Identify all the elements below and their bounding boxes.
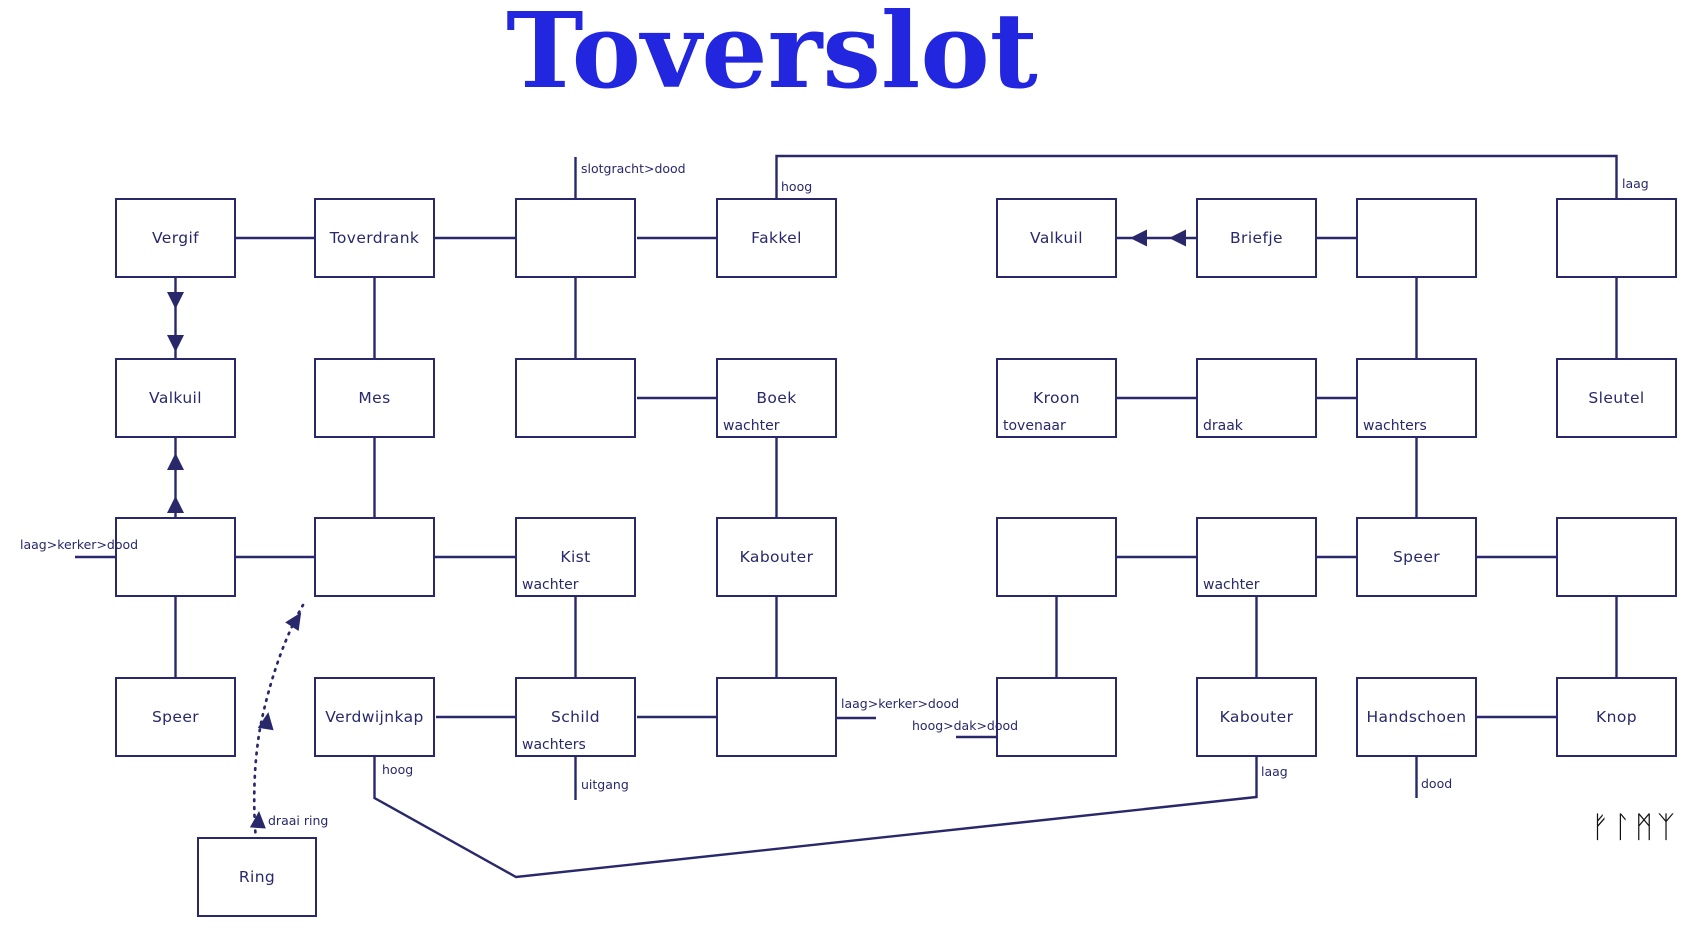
room-label: Valkuil: [149, 389, 202, 407]
room-fakkel: Fakkel: [716, 198, 837, 278]
room-empty-r3c5: [996, 517, 1117, 597]
room-toverdrank: Toverdrank: [314, 198, 435, 278]
room-ring: Ring: [197, 837, 317, 917]
map-title: Toverslot: [506, 0, 1038, 112]
room-label: Kabouter: [1219, 708, 1294, 726]
room-label: Kroon: [1033, 389, 1080, 407]
room-sublabel: wachters: [1363, 418, 1427, 434]
edge-label-kerker-midden: laag>kerker>dood: [841, 696, 960, 711]
room-knop: Knop: [1556, 677, 1677, 757]
arrowhead-ring-3: [285, 612, 302, 632]
arrowhead-left-1: [1130, 229, 1147, 247]
room-valkuil-1: Valkuil: [996, 198, 1117, 278]
route-draai-ring-dotted: [252, 603, 305, 842]
room-label: Speer: [1392, 548, 1441, 566]
room-sublabel: wachters: [522, 737, 586, 753]
room-label: Handschoen: [1366, 708, 1467, 726]
edge-label-kerker-links: laag>kerker>dood: [20, 537, 139, 552]
room-label: Schild: [550, 708, 601, 726]
room-label: Briefje: [1230, 229, 1283, 247]
room-empty-r1c8: [1556, 198, 1677, 278]
room-kabouter-1: Kabouter: [716, 517, 837, 597]
arrowhead-down-2: [167, 335, 184, 352]
room-label: Speer: [151, 708, 200, 726]
route-fakkel-hoog-laag: [775, 154, 1618, 198]
arrowhead-up-2: [167, 496, 184, 513]
room-empty-r3c1: [115, 517, 236, 597]
room-sleutel: Sleutel: [1556, 358, 1677, 438]
room-verdwijnkap: Verdwijnkap: [314, 677, 435, 757]
room-label: Kist: [560, 548, 591, 566]
room-vergif: Vergif: [115, 198, 236, 278]
edge-label-kabouter-laag: laag: [1261, 764, 1288, 779]
room-empty-r3c2: [314, 517, 435, 597]
room-empty-r1c3: [515, 198, 636, 278]
room-label: Ring: [238, 868, 276, 886]
room-wachters-r2c7: wachters: [1356, 358, 1477, 438]
room-sublabel: draak: [1203, 418, 1243, 434]
room-label: Sleutel: [1588, 389, 1645, 407]
room-briefje: Briefje: [1196, 198, 1317, 278]
room-boek: Boek wachter: [716, 358, 837, 438]
room-speer-2: Speer: [115, 677, 236, 757]
edge-label-uitgang: uitgang: [581, 777, 629, 792]
room-empty-r1c7: [1356, 198, 1477, 278]
edge-label-fakkel-hoog: hoog: [781, 179, 813, 194]
edge-label-slotgracht-dood: slotgracht>dood: [581, 161, 686, 176]
room-label: Knop: [1596, 708, 1637, 726]
room-label: Boek: [756, 389, 797, 407]
room-empty-r4c4: [716, 677, 837, 757]
edge-label-handschoen-dood: dood: [1421, 776, 1453, 791]
connection-lines: [75, 154, 1618, 879]
arrowhead-ring-2: [257, 712, 274, 731]
route-verdwijnkap-kabouter: [373, 757, 1258, 879]
room-label: Verdwijnkap: [325, 708, 424, 726]
arrowhead-up-1: [167, 453, 184, 470]
arrowheads: [167, 229, 1186, 829]
room-empty-r3c8: [1556, 517, 1677, 597]
room-schild: Schild wachters: [515, 677, 636, 757]
arrowhead-left-2: [1169, 229, 1186, 247]
room-kroon: Kroon tovenaar: [996, 358, 1117, 438]
room-kist: Kist wachter: [515, 517, 636, 597]
arrowhead-down-1: [167, 292, 184, 309]
runic-signature: ᚠᛚᛗᛉ: [1591, 810, 1679, 845]
room-handschoen: Handschoen: [1356, 677, 1477, 757]
room-wachter-r3c6: wachter: [1196, 517, 1317, 597]
edge-label-verdwijnkap-hoog: hoog: [382, 762, 414, 777]
room-speer-1: Speer: [1356, 517, 1477, 597]
room-sublabel: wachter: [522, 577, 579, 593]
edge-label-kasteel-laag: laag: [1622, 176, 1649, 191]
room-mes: Mes: [314, 358, 435, 438]
room-empty-r2c3: [515, 358, 636, 438]
room-label: Fakkel: [751, 229, 802, 247]
room-sublabel: tovenaar: [1003, 418, 1066, 434]
room-sublabel: wachter: [723, 418, 780, 434]
room-kabouter-2: Kabouter: [1196, 677, 1317, 757]
room-label: Valkuil: [1030, 229, 1083, 247]
room-label: Toverdrank: [329, 229, 420, 247]
room-label: Kabouter: [739, 548, 814, 566]
room-label: Vergif: [151, 229, 200, 247]
edge-label-dak-dood: hoog>dak>dood: [912, 718, 1019, 733]
room-label: Mes: [358, 389, 391, 407]
arrowhead-ring-1: [249, 811, 266, 829]
room-draak: draak: [1196, 358, 1317, 438]
room-sublabel: wachter: [1203, 577, 1260, 593]
room-empty-r4c5: [996, 677, 1117, 757]
room-valkuil-2: Valkuil: [115, 358, 236, 438]
edge-label-draai-ring: draai ring: [268, 813, 329, 828]
